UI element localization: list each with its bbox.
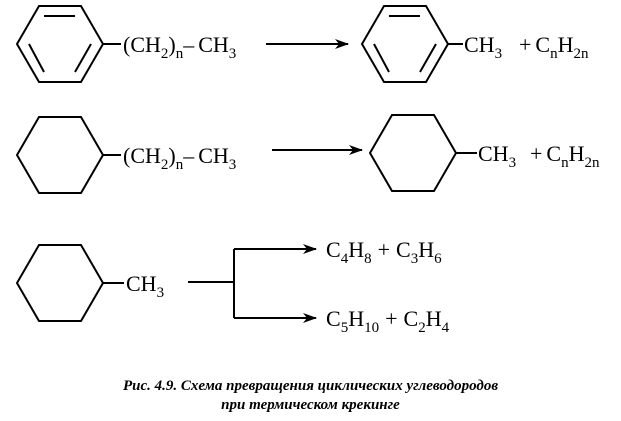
alkene-formula: +CnH2n [519, 32, 589, 62]
benzene-ring-reactant [15, 5, 121, 83]
branch-arrow [188, 244, 317, 323]
cyclohexane-ring-reactant [15, 116, 105, 194]
cyclohexane-ring-product [368, 114, 458, 192]
alkyl-chain-formula: (CH2)n–CH3 [123, 32, 236, 62]
figure-caption-line-2: при термическом крекинге [221, 397, 400, 413]
benzene-ring-product [360, 5, 463, 83]
methyl-group-formula: CH3 [126, 271, 164, 301]
reaction-2: (CH2)n–CH3 CH3 +CnH2n [15, 114, 600, 194]
figure-caption-line-1: Рис. 4.9. Схема превращения циклических … [122, 378, 499, 394]
products-route-1: C4H8+C3H6 [326, 237, 442, 267]
methyl-group-formula: CH3 [464, 32, 502, 62]
cyclohexane-ring-reactant [15, 244, 105, 322]
reaction-1: (CH2)n–CH3 CH3 +CnH2n [15, 5, 589, 83]
alkyl-chain-formula: (CH2)n–CH3 [123, 143, 236, 173]
alkene-formula: +CnH2n [530, 141, 600, 171]
methyl-group-formula: CH3 [478, 141, 516, 171]
products-route-2: C5H10+C2H4 [326, 306, 450, 336]
reaction-3: CH3 C4H8+C3H6 C5H10+C2H4 [15, 237, 450, 336]
